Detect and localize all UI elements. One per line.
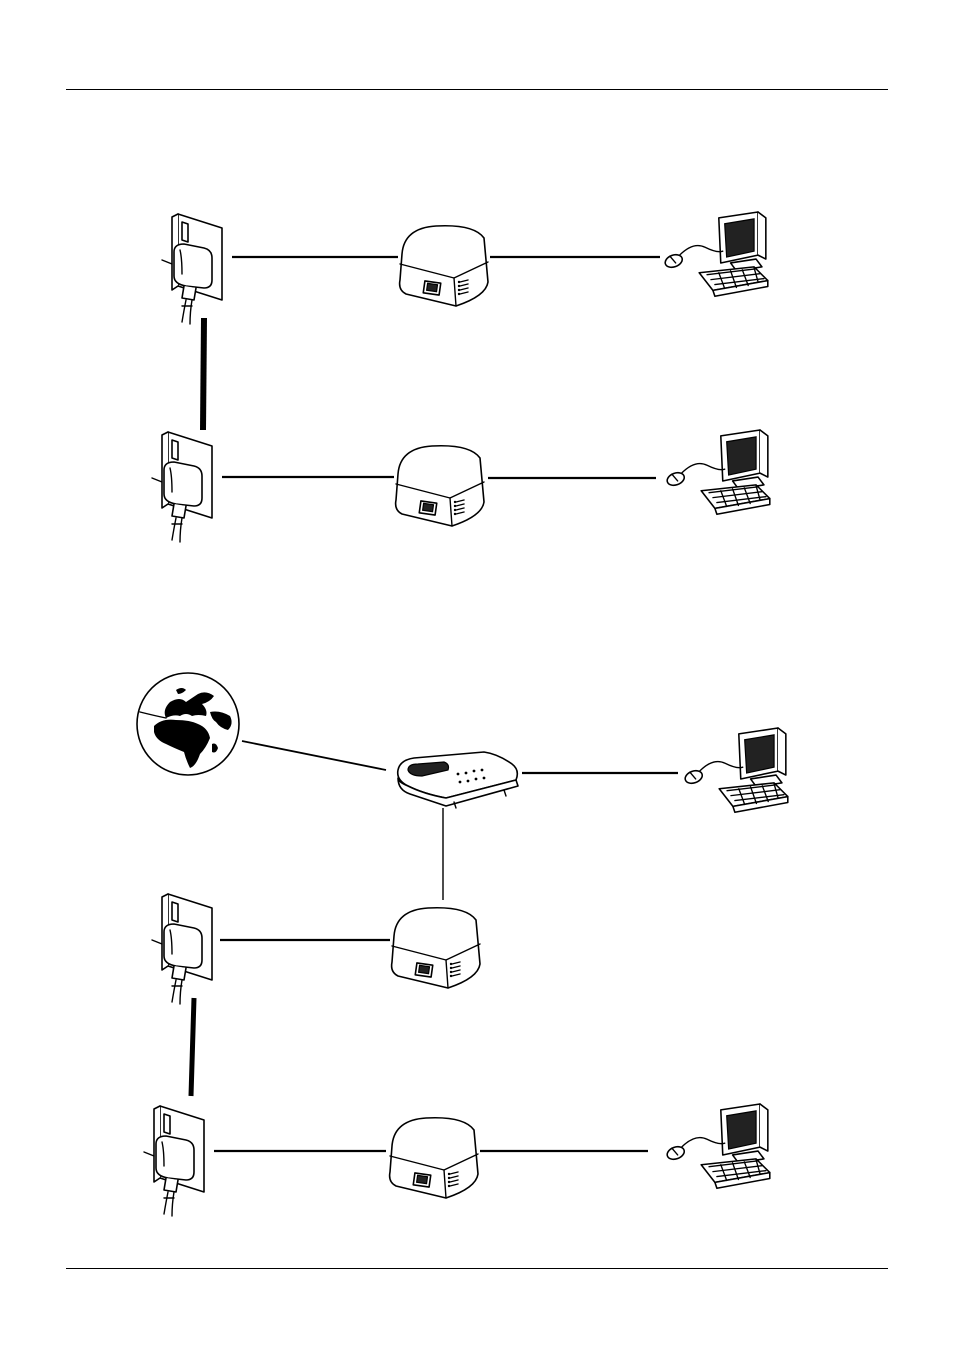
powerline-adapter-icon xyxy=(396,446,484,526)
wall-socket-plug-icon xyxy=(152,894,212,1004)
wall-socket-plug-icon xyxy=(144,1106,204,1216)
d1-link-powerline xyxy=(203,318,204,430)
diagram-2 xyxy=(137,673,788,1216)
wall-socket-plug-icon xyxy=(152,432,212,542)
wall-socket-plug-icon xyxy=(162,214,222,324)
powerline-adapter-icon xyxy=(392,908,480,988)
desktop-computer-icon xyxy=(683,728,787,812)
desktop-computer-icon xyxy=(665,1104,769,1188)
desktop-computer-icon xyxy=(663,212,767,296)
powerline-adapter-icon xyxy=(400,226,488,306)
router-icon xyxy=(398,752,518,808)
d2-link-internet-router xyxy=(242,741,386,770)
diagram-1 xyxy=(152,212,770,542)
desktop-computer-icon xyxy=(665,430,769,514)
d2-link-powerline xyxy=(191,998,194,1096)
powerline-adapter-icon xyxy=(390,1118,478,1198)
globe-icon xyxy=(137,673,239,775)
